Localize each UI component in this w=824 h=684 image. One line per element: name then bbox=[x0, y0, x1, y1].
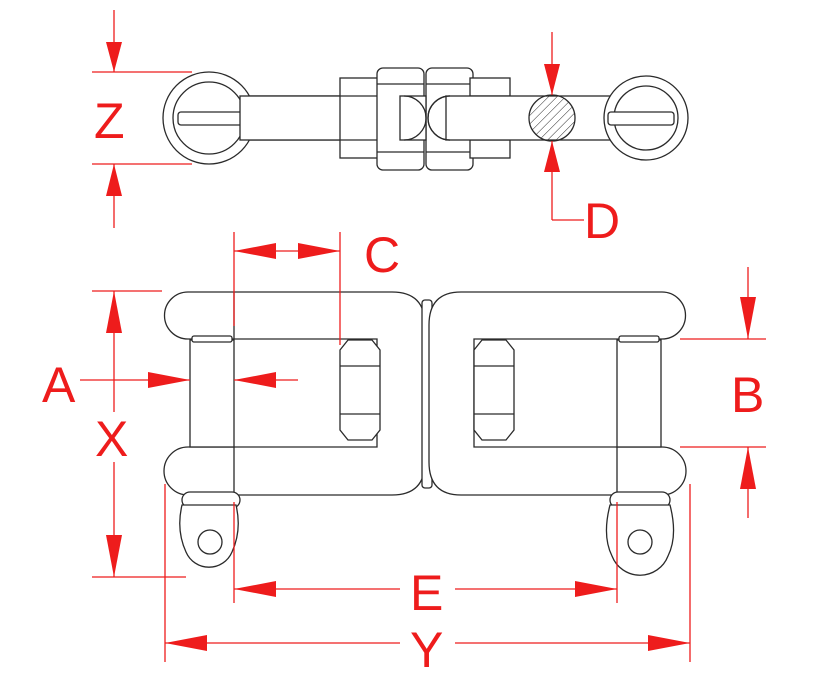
left-jaw bbox=[163, 291, 426, 568]
dim-z bbox=[92, 10, 192, 228]
right-jaw bbox=[428, 291, 687, 576]
dim-x bbox=[92, 290, 186, 578]
label-c: C bbox=[364, 227, 400, 283]
label-d: D bbox=[584, 193, 620, 249]
dim-d bbox=[544, 32, 584, 221]
label-x: X bbox=[95, 411, 128, 467]
label-z: Z bbox=[94, 93, 125, 149]
hatched-section bbox=[528, 94, 576, 142]
label-y: Y bbox=[410, 622, 443, 678]
dim-y bbox=[164, 484, 691, 662]
top-right-eye bbox=[427, 75, 689, 161]
dim-b bbox=[680, 267, 766, 518]
dim-a bbox=[80, 372, 298, 388]
side-view: C A X B bbox=[42, 227, 766, 678]
top-view: Z D bbox=[92, 10, 689, 249]
label-b: B bbox=[731, 367, 764, 423]
label-e: E bbox=[410, 565, 443, 621]
dim-e bbox=[233, 502, 618, 603]
label-a: A bbox=[42, 357, 76, 413]
dim-c bbox=[233, 232, 341, 345]
